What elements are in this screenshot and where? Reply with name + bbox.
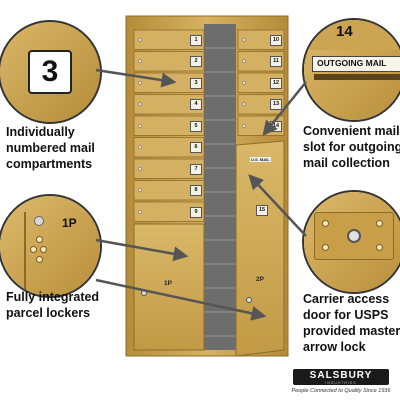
rivet-icon xyxy=(376,244,383,251)
keyhole-icon xyxy=(138,166,142,171)
keyhole-icon xyxy=(242,80,246,85)
outgoing-mail-callout: 14 OUTGOING MAIL xyxy=(302,18,400,122)
arrow-compartment xyxy=(95,68,177,88)
keyhole-icon xyxy=(138,209,142,214)
outgoing-number-text: 14 xyxy=(336,23,353,40)
mail-compartment-door-number: 4 xyxy=(190,99,202,111)
keyhole-icon xyxy=(242,102,246,107)
mail-compartment-right-door-number: 13 xyxy=(270,99,282,111)
caption-numbered-compartments: Individually numbered mail compartments xyxy=(6,125,95,171)
compartment-number-card: 3 xyxy=(28,50,72,94)
keyhole-icon xyxy=(138,123,142,128)
compartment-number-callout: 3 xyxy=(0,20,102,124)
arrow-parcel-locker-lower xyxy=(95,278,267,321)
parcel-locker-callout: 1P xyxy=(0,194,102,298)
rivet-icon xyxy=(322,244,329,251)
mail-compartment-door-number: 1 xyxy=(190,34,202,46)
rivet-icon xyxy=(36,236,43,243)
keyhole-icon xyxy=(242,59,246,64)
mail-compartment-door-number: 9 xyxy=(190,206,202,218)
keyhole-icon xyxy=(138,80,142,85)
rivet-icon xyxy=(322,220,329,227)
arrow-lock-icon xyxy=(347,229,361,243)
mail-compartment-door-number: 8 xyxy=(190,185,202,197)
left-parcel-door-label: 1P xyxy=(164,280,172,287)
mail-compartment-door-number: 6 xyxy=(190,142,202,154)
mail-compartment-door-number: 5 xyxy=(190,120,202,132)
keyhole-icon xyxy=(138,102,142,107)
mail-compartment-right-door-number: 10 xyxy=(270,34,282,46)
keyhole-icon xyxy=(246,297,252,303)
keyhole-icon xyxy=(138,37,142,42)
keyhole-icon xyxy=(242,37,246,42)
rivet-icon xyxy=(30,246,37,253)
mail-compartment-door-number: 7 xyxy=(190,163,202,175)
keyhole-icon xyxy=(138,59,142,64)
carrier-lock-callout xyxy=(302,190,400,294)
keyhole-icon xyxy=(242,123,246,128)
salsbury-logo: SALSBURY INDUSTRIES xyxy=(293,369,389,385)
outgoing-mail-slot: OUTGOING MAIL xyxy=(312,56,400,72)
caption-parcel-lockers: Fully integrated parcel lockers xyxy=(6,290,100,320)
rivet-icon xyxy=(376,220,383,227)
arrow-parcel-locker xyxy=(95,238,189,262)
keyhole-icon xyxy=(34,216,44,226)
rivet-icon xyxy=(36,256,43,263)
mail-compartment-right-door-number: 15 xyxy=(256,205,268,216)
caption-outgoing-slot: Convenient mail slot for outgoing mail c… xyxy=(303,124,400,170)
caption-carrier-door: Carrier access door for USPS provided ma… xyxy=(303,292,400,354)
outgoing-mail-slot-label: OUTGOING MAIL xyxy=(317,58,387,68)
right-parcel-door-label: 2P xyxy=(256,276,264,283)
parcel-locker-callout-label: 1P xyxy=(62,216,77,230)
mail-compartment-right-door-number: 11 xyxy=(270,56,282,68)
mail-compartment-door-number: 3 xyxy=(190,77,202,89)
keyhole-icon xyxy=(138,188,142,193)
rivet-icon xyxy=(40,246,47,253)
mail-compartment-door-number: 2 xyxy=(190,56,202,68)
keyhole-icon xyxy=(138,145,142,150)
compartment-number-text: 3 xyxy=(41,55,59,88)
mail-compartment-right-door-number: 14 xyxy=(270,120,282,132)
keyhole-icon xyxy=(141,290,147,296)
logo-tagline: People Connected to Quality Since 1936 xyxy=(291,388,391,394)
mail-compartment-right-door-number: 12 xyxy=(270,77,282,89)
usps-lock-label: U.S. MAIL xyxy=(250,157,271,162)
